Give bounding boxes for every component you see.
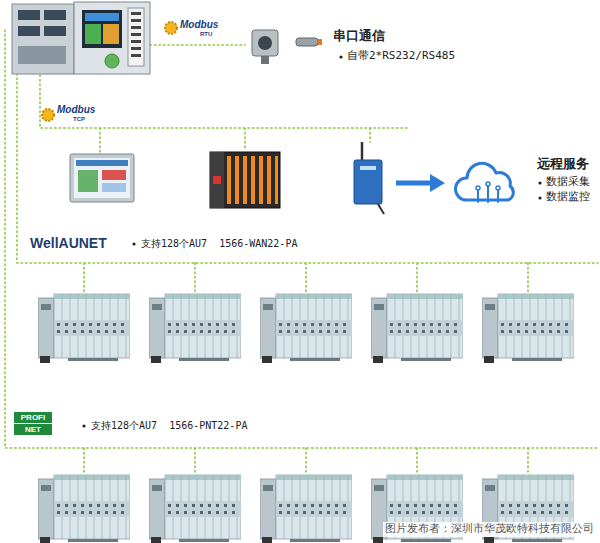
io-block (210, 152, 280, 208)
hmi-panel (70, 154, 134, 202)
display-content (103, 24, 119, 44)
cpu-ports (44, 26, 66, 36)
cloud-circuit (478, 186, 498, 202)
bullets (82, 55, 541, 427)
modbus-gear (42, 109, 54, 121)
cloud-outline (455, 163, 513, 200)
hmi-content (78, 170, 98, 192)
cpu-body (12, 4, 74, 74)
feature-text: 数据采集 (546, 176, 590, 189)
router-antenna (378, 204, 384, 214)
control-button (105, 54, 119, 68)
hmi-content (102, 170, 126, 180)
bullet (82, 424, 85, 427)
profinet-logo: PROFI (14, 412, 52, 423)
profinet-bar (14, 412, 52, 423)
bullet (132, 242, 135, 245)
hmi-screen (74, 158, 130, 198)
router-antenna (361, 142, 364, 160)
router-leds (360, 166, 376, 170)
gas-detector (252, 30, 278, 64)
bullet (339, 55, 342, 58)
io-body (210, 152, 280, 208)
io-rack (149, 294, 241, 363)
io-rack (371, 294, 463, 363)
cloud-node (496, 186, 500, 190)
watermark: 图片发布者：深圳市华茂欧特科技有限公司 (383, 522, 596, 537)
modbus-tcp-line (40, 75, 410, 152)
io-rack (260, 475, 352, 543)
io-head (210, 152, 224, 208)
router (354, 142, 384, 214)
profinet-logo: NET (14, 424, 52, 435)
detector-window (258, 36, 272, 50)
cloud-node (476, 186, 480, 190)
modbus-gear (165, 22, 177, 34)
hmi-content (76, 160, 128, 166)
protocol-logo: Modbus (57, 104, 95, 116)
network-lines (5, 30, 598, 473)
protocol-logo: Modbus (180, 19, 218, 31)
feature-text: 数据监控 (546, 191, 590, 204)
detector-sensor (261, 56, 269, 64)
display-screen (82, 10, 122, 48)
cloud-icon (455, 163, 513, 202)
io-terminals (227, 156, 278, 204)
feature-text: 自带2*RS232/RS485 (347, 50, 455, 63)
bullet (538, 196, 541, 199)
cpu-ports (44, 10, 66, 20)
feature-text: 支持128个AU7 1566-WAN22-PA (141, 238, 297, 250)
display-content (85, 13, 119, 21)
profinet-bar (14, 424, 52, 435)
io-red-mark (213, 176, 221, 184)
cloud-arrow (396, 181, 432, 186)
sensor (296, 38, 322, 46)
io-rack (38, 475, 130, 543)
cloud-arrow-head (430, 174, 445, 192)
cpu-ports (18, 26, 40, 36)
protocol-sub: RTU (200, 31, 212, 38)
bullet (538, 181, 541, 184)
io-rack (482, 294, 574, 363)
io-rack (149, 475, 241, 543)
router-body (354, 160, 382, 204)
controller (12, 2, 150, 74)
hmi-content (102, 183, 126, 192)
cloud-node (486, 182, 490, 186)
feature-text: 支持128个AU7 1566-PNT22-PA (91, 420, 247, 432)
io-rack (38, 294, 130, 363)
cpu-ports (18, 10, 40, 20)
terminal-column (128, 8, 144, 66)
display-body (74, 2, 150, 74)
sensor-head (318, 39, 322, 45)
protocol-sub: TCP (73, 116, 85, 123)
io-rack (260, 294, 352, 363)
profinet-line (5, 30, 598, 473)
sensor-body (296, 38, 318, 46)
wellaunet-line (17, 60, 598, 292)
terminal-screws (131, 12, 141, 57)
detector-body (252, 30, 278, 56)
serial-line (150, 44, 245, 46)
cpu-ports (18, 46, 66, 64)
display-content (85, 24, 101, 44)
bus-logo: WellAUNET (30, 235, 107, 251)
section-title: 串口通信 (333, 29, 385, 44)
hmi-bezel (70, 154, 134, 202)
section-title: 远程服务 (537, 157, 589, 172)
